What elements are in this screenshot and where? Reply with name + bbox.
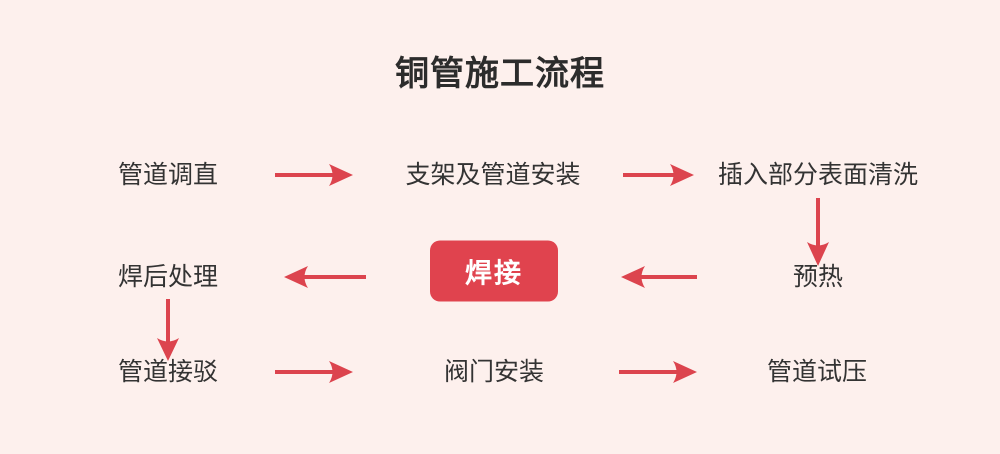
arrow-down-icon xyxy=(153,297,183,363)
arrow-left-icon xyxy=(282,262,368,292)
flow-node-preheat[interactable]: 预热 xyxy=(792,263,844,291)
flow-node-valve-install[interactable]: 阀门安装 xyxy=(443,358,545,386)
flow-node-pipe-pressure-test[interactable]: 管道试压 xyxy=(766,358,868,386)
page-title: 铜管施工流程 xyxy=(395,55,605,93)
arrow-right-icon xyxy=(617,357,701,387)
arrow-right-icon xyxy=(273,160,357,190)
flow-node-pipe-connection[interactable]: 管道接驳 xyxy=(117,358,219,386)
arrow-down-icon xyxy=(803,196,833,268)
flow-node-pipe-straightening[interactable]: 管道调直 xyxy=(117,161,219,189)
arrow-left-icon xyxy=(619,262,699,292)
flow-node-insert-surface-cleaning[interactable]: 插入部分表面清洗 xyxy=(717,161,919,189)
arrow-right-icon xyxy=(621,160,697,190)
flow-node-welding-highlight[interactable]: 焊接 xyxy=(430,240,558,302)
flow-node-bracket-pipe-install[interactable]: 支架及管道安装 xyxy=(405,161,581,189)
flow-node-welding-label: 焊接 xyxy=(465,258,523,289)
arrow-right-icon xyxy=(273,357,357,387)
flow-node-post-weld-treatment[interactable]: 焊后处理 xyxy=(117,263,219,291)
